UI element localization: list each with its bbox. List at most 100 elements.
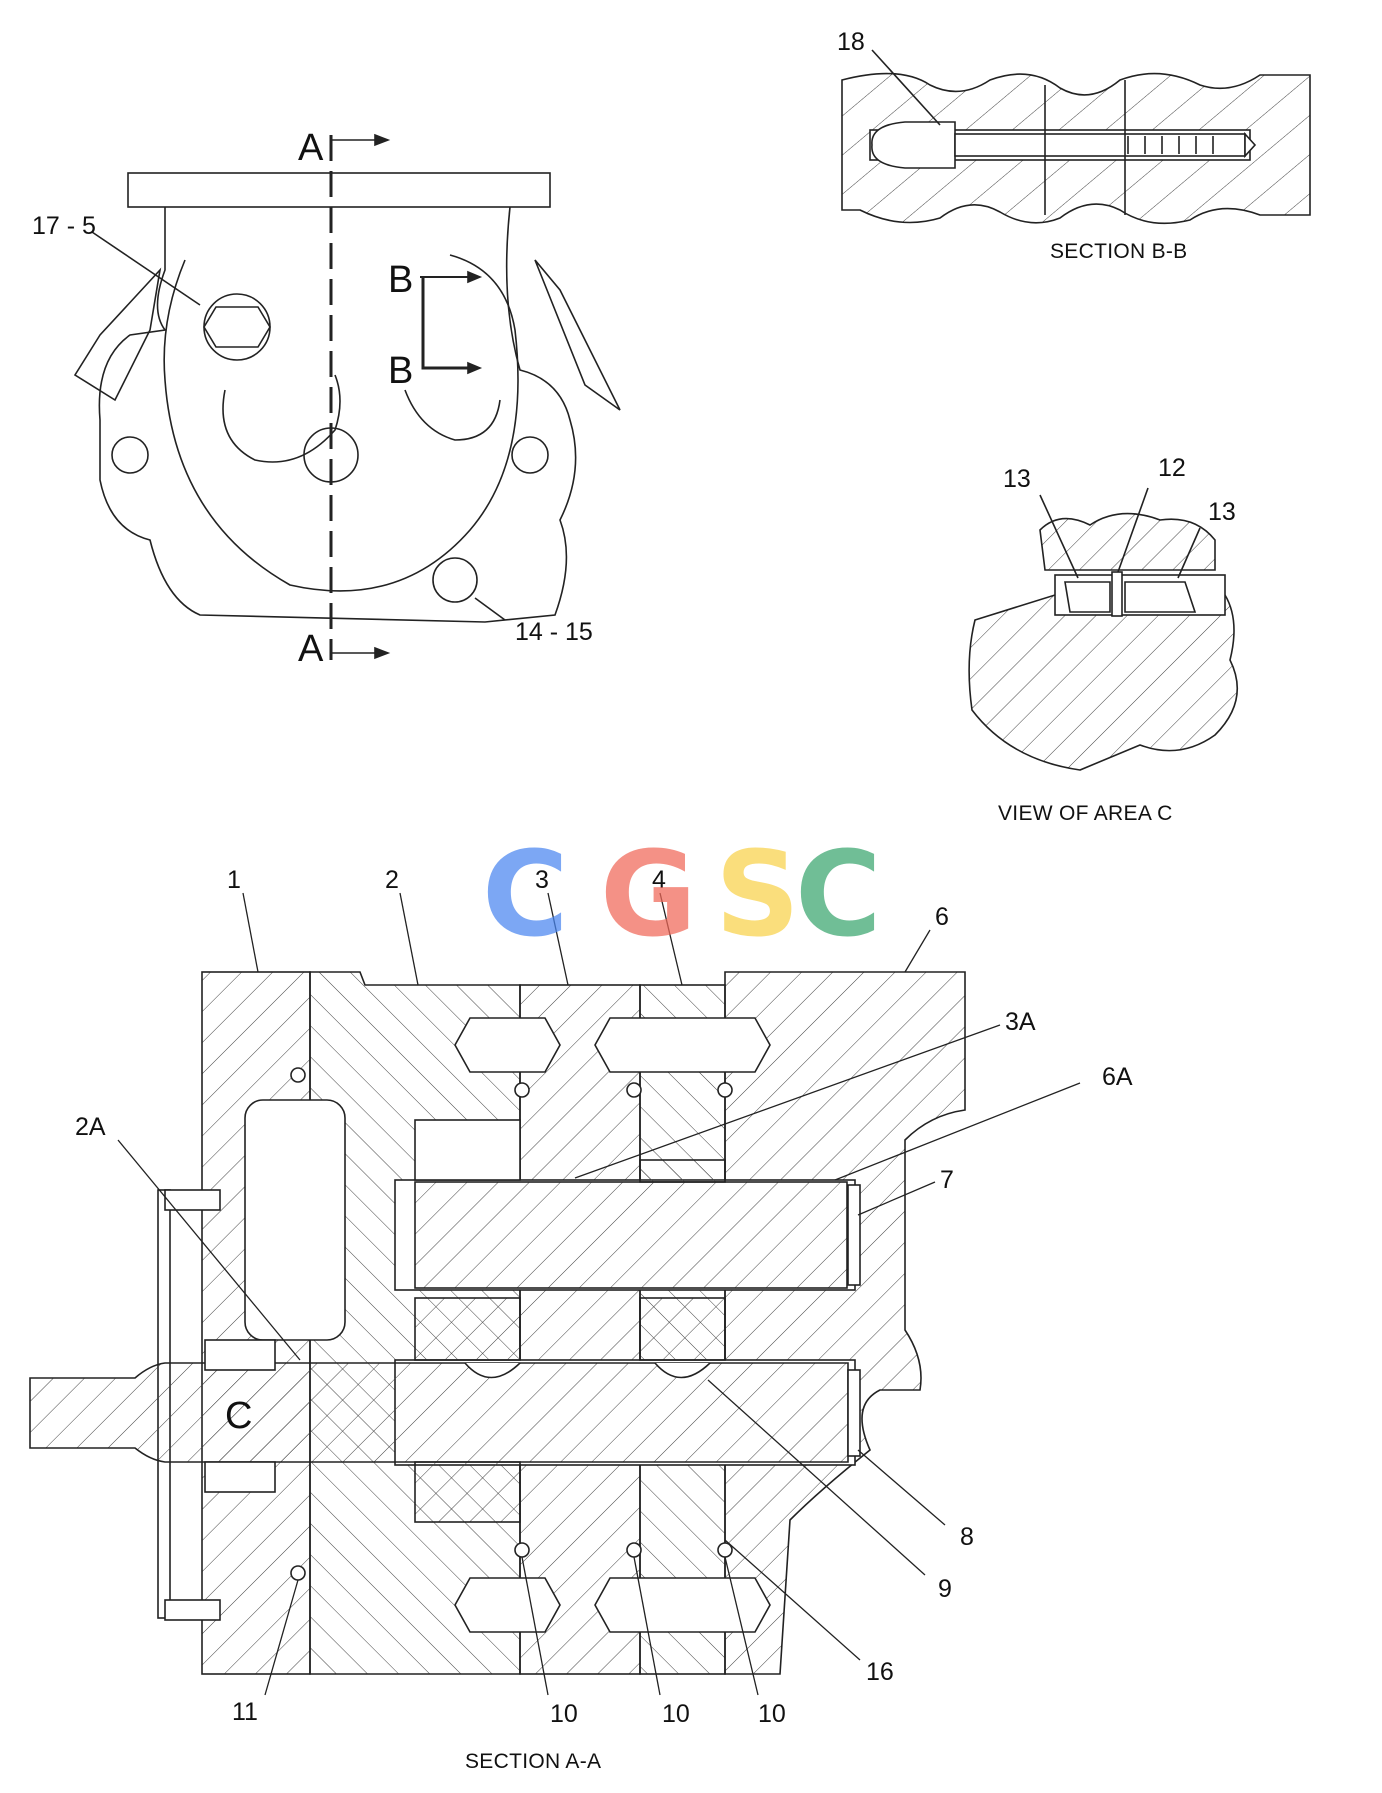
label-17-5: 17 - 5 (32, 212, 96, 240)
bolt-hole-left (111, 436, 149, 474)
right-boss (534, 259, 621, 411)
label-18: 18 (837, 28, 865, 56)
o-ring (717, 1082, 733, 1098)
leader-10c (724, 1556, 759, 1696)
flange-tab-bottom (164, 1599, 221, 1621)
label-1: 1 (227, 866, 241, 894)
leader-17-5 (91, 231, 201, 306)
seal-upper (204, 1339, 276, 1371)
label-2a: 2A (75, 1113, 106, 1141)
leader-6a (834, 1082, 1081, 1181)
cover-cavity (244, 1099, 346, 1341)
key-right (654, 1362, 711, 1379)
dowel-bottom-left (454, 1577, 561, 1633)
seal-13-left (1064, 581, 1111, 613)
bolt-hole-right (511, 436, 549, 474)
leader-9 (707, 1379, 926, 1576)
leader-4 (659, 892, 683, 986)
mounting-flange (127, 172, 551, 208)
leader-18 (871, 49, 941, 126)
label-6a: 6A (1102, 1063, 1133, 1091)
seal-lower (204, 1461, 276, 1493)
port-curve-left (222, 374, 341, 463)
section-mark-b-top: B (388, 259, 413, 301)
idler-gear-shaft (414, 1181, 848, 1289)
leader-2a (117, 1139, 301, 1361)
label-7: 7 (940, 1166, 954, 1194)
leader-6 (904, 929, 931, 973)
label-14-15: 14 - 15 (515, 618, 593, 646)
watermark-letter-s: S (715, 825, 800, 963)
leader-10b (633, 1556, 661, 1696)
port-curve-right (404, 389, 501, 441)
seal-13-right (1124, 581, 1197, 613)
key-left (464, 1362, 521, 1379)
shaft-section (968, 594, 1238, 771)
bolt-head (871, 121, 956, 169)
arrow-head (374, 133, 391, 147)
part-6-end-cover (724, 971, 966, 1675)
o-ring-10 (514, 1542, 530, 1558)
label-11: 11 (232, 1698, 258, 1726)
journal-upper-right (639, 1159, 726, 1183)
leader-13-right (1177, 527, 1201, 579)
dowel-top-right (594, 1017, 771, 1073)
section-a-a (29, 892, 1081, 1696)
leader-16 (724, 1539, 861, 1661)
plug-hex (203, 306, 271, 348)
section-mark-a-bottom: A (298, 628, 324, 670)
leader-7 (857, 1181, 936, 1216)
label-3a: 3A (1005, 1008, 1036, 1036)
retainer-7 (847, 1184, 861, 1286)
label-4: 4 (652, 866, 666, 894)
arrow-head (467, 270, 483, 284)
section-b-b (841, 49, 1311, 225)
label-9: 9 (938, 1575, 952, 1603)
journal-upper-left (414, 1119, 521, 1181)
leader-10a (521, 1556, 549, 1696)
section-mark-b-bottom: B (388, 350, 413, 392)
left-boss (73, 267, 162, 402)
o-ring-11 (290, 1565, 306, 1581)
watermark-letter-c2: C (795, 825, 882, 963)
leader-2 (399, 892, 419, 986)
dowel-bottom-right (594, 1577, 771, 1633)
label-16: 16 (866, 1658, 894, 1686)
o-ring-10 (626, 1542, 642, 1558)
top-view (73, 133, 621, 660)
watermark-letter-g: G (600, 825, 697, 963)
label-3: 3 (535, 866, 549, 894)
journal-mid-left (414, 1297, 521, 1361)
leader-14-15 (474, 597, 506, 621)
bolt-shank (954, 133, 1246, 157)
bolt-tip (1244, 131, 1257, 159)
section-mark-a-top: A (298, 127, 324, 169)
view-area-c (968, 487, 1238, 771)
section-line-b-b (421, 277, 470, 370)
label-12: 12 (1158, 454, 1186, 482)
caption-view-area-c: VIEW OF AREA C (998, 802, 1173, 825)
label-8: 8 (960, 1523, 974, 1551)
drive-shaft (29, 1362, 849, 1463)
arrow-head (467, 361, 483, 375)
area-c-marker: C (225, 1395, 252, 1437)
leader-3a (574, 1024, 1001, 1179)
leader-11 (264, 1579, 299, 1696)
leader-1 (242, 892, 259, 973)
watermark-letter-c1: C (482, 825, 569, 963)
label-6: 6 (935, 903, 949, 931)
o-ring (290, 1067, 306, 1083)
arrow-head (374, 646, 391, 660)
leader-3 (547, 892, 569, 986)
journal-lower-left (414, 1461, 521, 1523)
label-10-a: 10 (550, 1700, 578, 1728)
housing-section (1039, 512, 1216, 571)
retainer-8 (847, 1369, 861, 1457)
gear-cavity-outline (163, 254, 519, 592)
ring-12 (1111, 571, 1123, 617)
o-ring (626, 1082, 642, 1098)
label-2: 2 (385, 866, 399, 894)
caption-section-b-b: SECTION B-B (1050, 240, 1187, 263)
plug-17-5 (203, 293, 271, 361)
o-ring (514, 1082, 530, 1098)
